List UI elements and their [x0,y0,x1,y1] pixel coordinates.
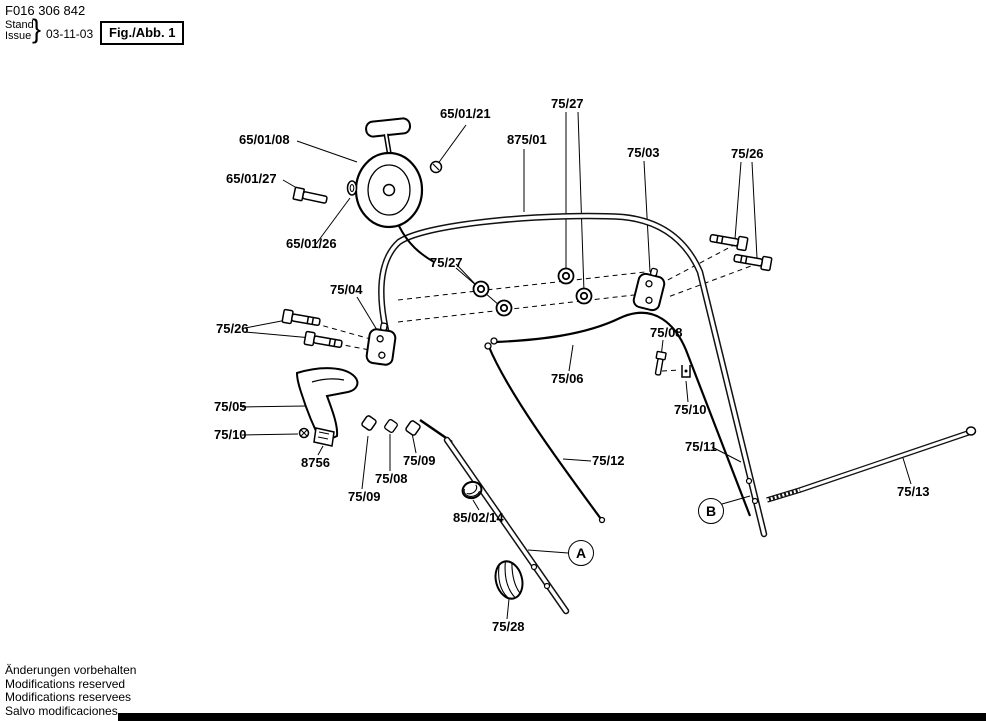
nut-75-27-3 [557,267,575,285]
part-callout: 75/10 [674,402,707,417]
bracket-8756 [313,427,335,447]
part-callout: 75/09 [348,489,381,504]
part-callout: 75/11 [685,439,717,454]
part-callout: 65/01/26 [286,236,337,251]
footer-line-de: Änderungen vorbehalten [5,663,137,677]
bushing-75-09-left [360,414,378,432]
screw-75-26-left-2 [303,330,344,352]
handlebar-frame-875-01 [378,212,768,538]
nut-75-27-4 [575,287,593,305]
screw-75-26-left-1 [281,308,322,330]
issue-label: Issue [5,30,32,42]
detail-marker-b: B [698,498,724,524]
control-cable-75-12 [484,342,606,524]
stand-label: Stand [5,19,34,31]
part-callout: 75/12 [592,453,625,468]
part-callout: 65/01/08 [239,132,290,147]
part-callout: 75/06 [551,371,584,386]
switch-housing-65-01-08 [292,117,443,263]
footer-line-es: Salvo modificaciones [5,703,118,718]
issue-date: 03-11-03 [46,27,94,41]
switch-lever [365,117,412,138]
push-nut-75-10-left [298,427,310,439]
nut-75-27-1 [472,280,490,298]
bolt-65-01-27 [292,186,328,204]
lever-75-05 [295,367,359,445]
footer-line-en: Modifications reserved [5,676,126,691]
part-callout: 75/03 [627,145,660,160]
part-callout: 875/01 [507,132,547,147]
clamp-75-04 [365,322,397,366]
part-callout: 75/05 [214,399,247,414]
washer-65-01-26 [346,180,358,196]
nut-75-27-2 [495,299,513,317]
part-callout: 75/27 [551,96,584,111]
document-part-number: F016 306 842 [5,3,86,18]
part-callout: 75/13 [897,484,930,499]
part-callout: 65/01/21 [440,106,491,121]
part-callout: 75/09 [403,453,436,468]
bushing-75-08 [383,418,399,434]
figure-number-box: Fig./Abb. 1 [100,21,185,45]
rod-75-13 [766,426,977,503]
clip-75-10-right [681,365,691,378]
part-callout: 75/04 [330,282,363,297]
callout-leader-lines [241,111,912,620]
lower-left-handle-tube [419,418,570,615]
part-callout: 65/01/27 [226,171,277,186]
bushing-75-09-right [404,419,422,437]
bottom-black-bar [118,713,986,721]
part-callout: 85/02/14 [453,510,504,525]
part-callout: 75/08 [650,325,683,340]
stand-issue-labels: Stand Issue [5,20,34,42]
screw-75-08-right [654,350,667,376]
part-callout: 75/26 [216,321,249,336]
part-callout: 75/27 [430,255,463,270]
part-callout: 75/10 [214,427,247,442]
grip-75-28 [494,560,524,600]
footer-line-fr: Modifications reservees [5,690,132,704]
switch-cable [398,225,435,263]
brace-glyph: } [32,14,42,44]
clamp-75-03 [632,267,666,312]
part-callout: 8756 [301,455,330,470]
detail-marker-a: A [568,540,594,566]
control-cable-75-06 [490,311,752,517]
part-callout: 75/08 [375,471,408,486]
footer-notices: Änderungen vorbehalten Modifications res… [5,663,137,718]
screw-75-26-right-2 [732,250,773,272]
cable-clip-85-02-14 [461,480,483,500]
screw-75-26-right-1 [708,230,749,252]
part-callout: 75/28 [492,619,525,634]
part-callout: 75/26 [731,146,764,161]
